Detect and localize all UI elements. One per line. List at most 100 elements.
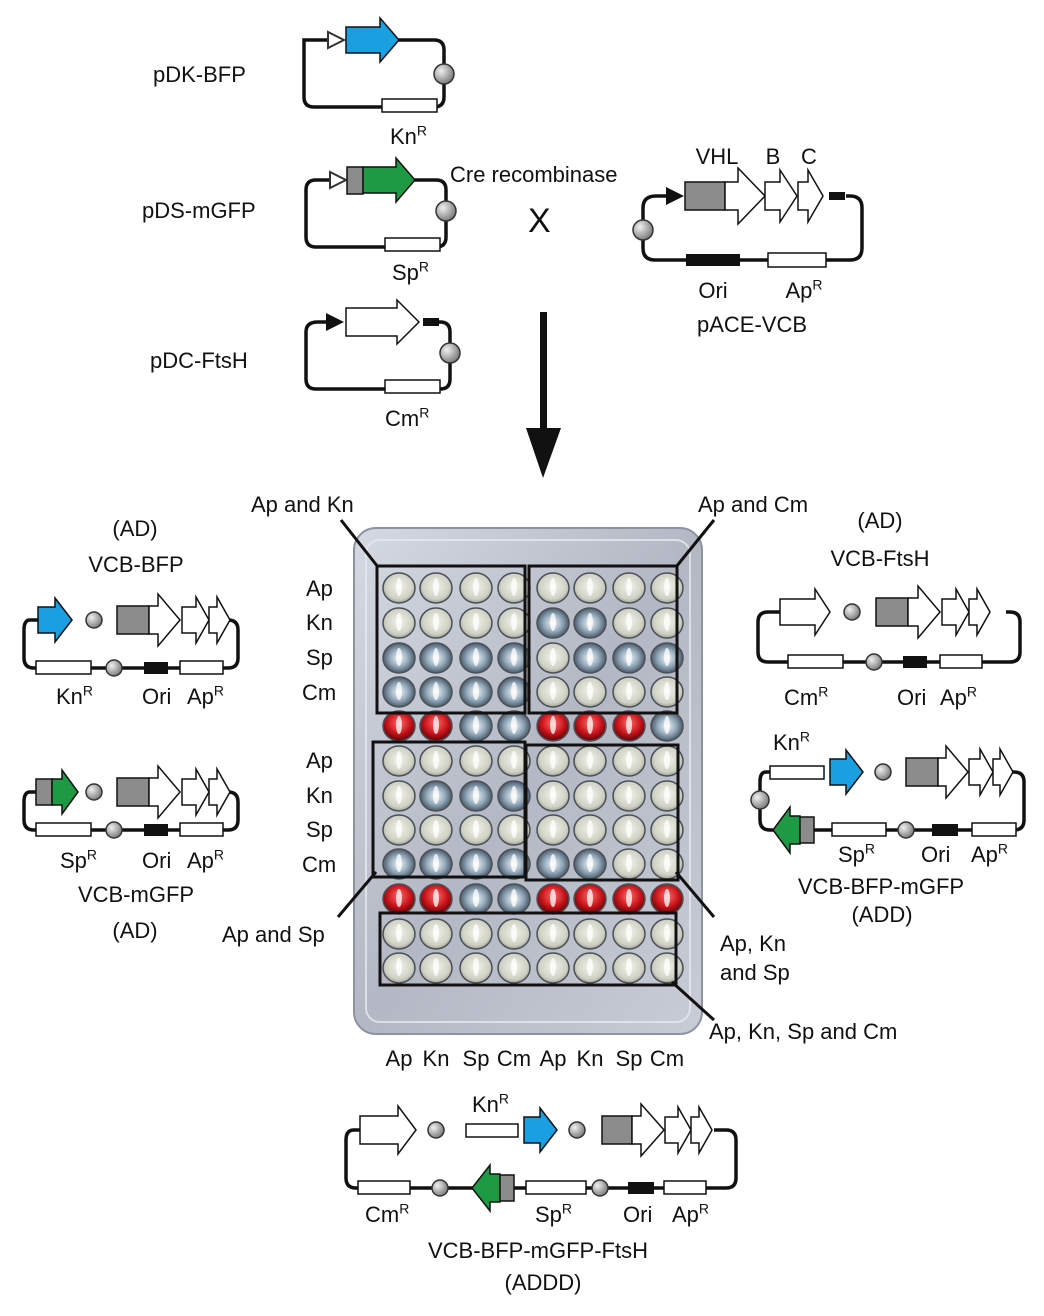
well-highlight xyxy=(626,786,632,804)
resistance-gene-icon xyxy=(971,822,1017,837)
well-highlight xyxy=(511,786,517,804)
well-highlight xyxy=(473,786,479,804)
frame-ap-cm xyxy=(527,564,679,715)
well-highlight xyxy=(396,958,402,976)
ap-sp-label: Ap and Sp xyxy=(222,922,325,947)
loxp-sphere-icon xyxy=(85,611,103,629)
gray-tag-icon xyxy=(875,597,909,627)
vcb-bfp-marker-1: KnR xyxy=(56,682,94,709)
well-highlight xyxy=(396,716,402,734)
well-highlight xyxy=(626,578,632,596)
vcb-ftsh-tag: (AD) xyxy=(857,508,903,533)
vcb-bfp-marker-3: ApR xyxy=(187,682,225,709)
vcb-ftsh-ori: Ori xyxy=(897,685,927,710)
resistance-gene-icon xyxy=(767,252,827,268)
frame-ap-kn-sp-cm xyxy=(378,911,678,987)
well-highlight xyxy=(511,924,517,942)
ftsh-gene-icon xyxy=(345,298,421,346)
ori-block-icon xyxy=(903,656,927,668)
vcb-all-marker-4: ApR xyxy=(672,1200,710,1227)
well-highlight xyxy=(626,716,632,734)
vcb-mgfp-name: VCB-mGFP xyxy=(77,882,195,907)
well-highlight xyxy=(473,854,479,872)
vhl-gene-icon xyxy=(148,591,181,649)
vcb-bfp-name: VCB-BFP xyxy=(88,552,184,577)
vhl-gene-icon xyxy=(724,166,767,226)
frame-ap-kn xyxy=(375,564,527,715)
well-highlight xyxy=(550,854,556,872)
well-highlight xyxy=(433,958,439,976)
b-gene-icon xyxy=(941,586,970,638)
resistance-gene-icon xyxy=(663,1180,707,1195)
well-highlight xyxy=(511,889,517,907)
culture-plate xyxy=(336,519,716,1035)
well-highlight xyxy=(626,648,632,666)
resistance-gene-icon xyxy=(357,1180,411,1195)
vcb-all-plasmid xyxy=(344,1102,738,1214)
resistance-gene-icon xyxy=(384,379,441,394)
well-highlight xyxy=(664,854,670,872)
well-highlight xyxy=(396,648,402,666)
well-highlight xyxy=(511,716,517,734)
loxp-sphere-icon xyxy=(843,603,861,621)
resistance-gene-icon xyxy=(787,654,844,669)
well-highlight xyxy=(473,751,479,769)
resistance-gene-icon xyxy=(939,654,983,669)
well-highlight xyxy=(664,924,670,942)
b-label: B xyxy=(765,144,781,169)
well-highlight xyxy=(396,578,402,596)
vcb-bfp-mgfp-marker-1: SpR xyxy=(838,840,876,867)
well-highlight xyxy=(664,648,670,666)
vhl-gene-icon xyxy=(907,583,941,641)
row-label: Kn xyxy=(306,783,333,808)
loxp-sphere-icon xyxy=(439,342,461,364)
resistance-gene-icon xyxy=(465,1123,519,1138)
vcb-bfp-mgfp-marker-3: ApR xyxy=(971,840,1009,867)
well-highlight xyxy=(550,682,556,700)
vcb-bfp-mgfp-tag: (ADD) xyxy=(851,902,913,927)
row-label: Ap xyxy=(306,748,333,773)
well-highlight xyxy=(396,786,402,804)
well-highlight xyxy=(626,889,632,907)
well-highlight xyxy=(587,924,593,942)
bfp-gene-icon xyxy=(523,1105,558,1155)
loxp-sphere-icon xyxy=(750,790,770,810)
loxp-sphere-icon xyxy=(865,653,883,671)
well-highlight xyxy=(473,820,479,838)
pds-mgfp-name: pDS-mGFP xyxy=(142,198,256,223)
bfp-gene-icon xyxy=(37,595,73,645)
leader-lines xyxy=(336,519,716,1022)
well-highlight xyxy=(473,613,479,631)
well-highlight xyxy=(511,578,517,596)
ori-block-icon xyxy=(144,824,168,836)
well-highlight xyxy=(473,648,479,666)
well-highlight xyxy=(473,889,479,907)
well-highlight xyxy=(550,889,556,907)
gray-tag-icon xyxy=(499,1174,515,1202)
loxp-sphere-icon xyxy=(427,1121,445,1139)
well-highlight xyxy=(473,578,479,596)
vcb-all-marker-1: CmR xyxy=(365,1200,410,1227)
well-highlight xyxy=(587,820,593,838)
bfp-gene-icon xyxy=(829,747,864,797)
pds-marker-label: SpR xyxy=(392,258,430,285)
c-gene-icon xyxy=(797,167,824,225)
ori-block-icon xyxy=(932,824,958,836)
vcb-mgfp-plasmid xyxy=(22,763,240,839)
column-label: Ap xyxy=(385,1046,413,1071)
well-highlight xyxy=(587,613,593,631)
vcb-mgfp-marker-1: SpR xyxy=(60,846,98,873)
well-highlight xyxy=(473,958,479,976)
selection-frames xyxy=(371,564,680,987)
well-highlight xyxy=(587,648,593,666)
well-highlight xyxy=(433,751,439,769)
resistance-gene-icon xyxy=(525,1180,587,1195)
well-highlight xyxy=(396,820,402,838)
ftsh-gene-icon xyxy=(359,1103,417,1157)
well-highlight xyxy=(396,613,402,631)
gfp-gene-icon xyxy=(51,767,79,817)
well-highlight xyxy=(587,716,593,734)
pdc-ftsh-name: pDC-FtsH xyxy=(150,348,248,373)
ori-block-icon xyxy=(144,662,168,674)
